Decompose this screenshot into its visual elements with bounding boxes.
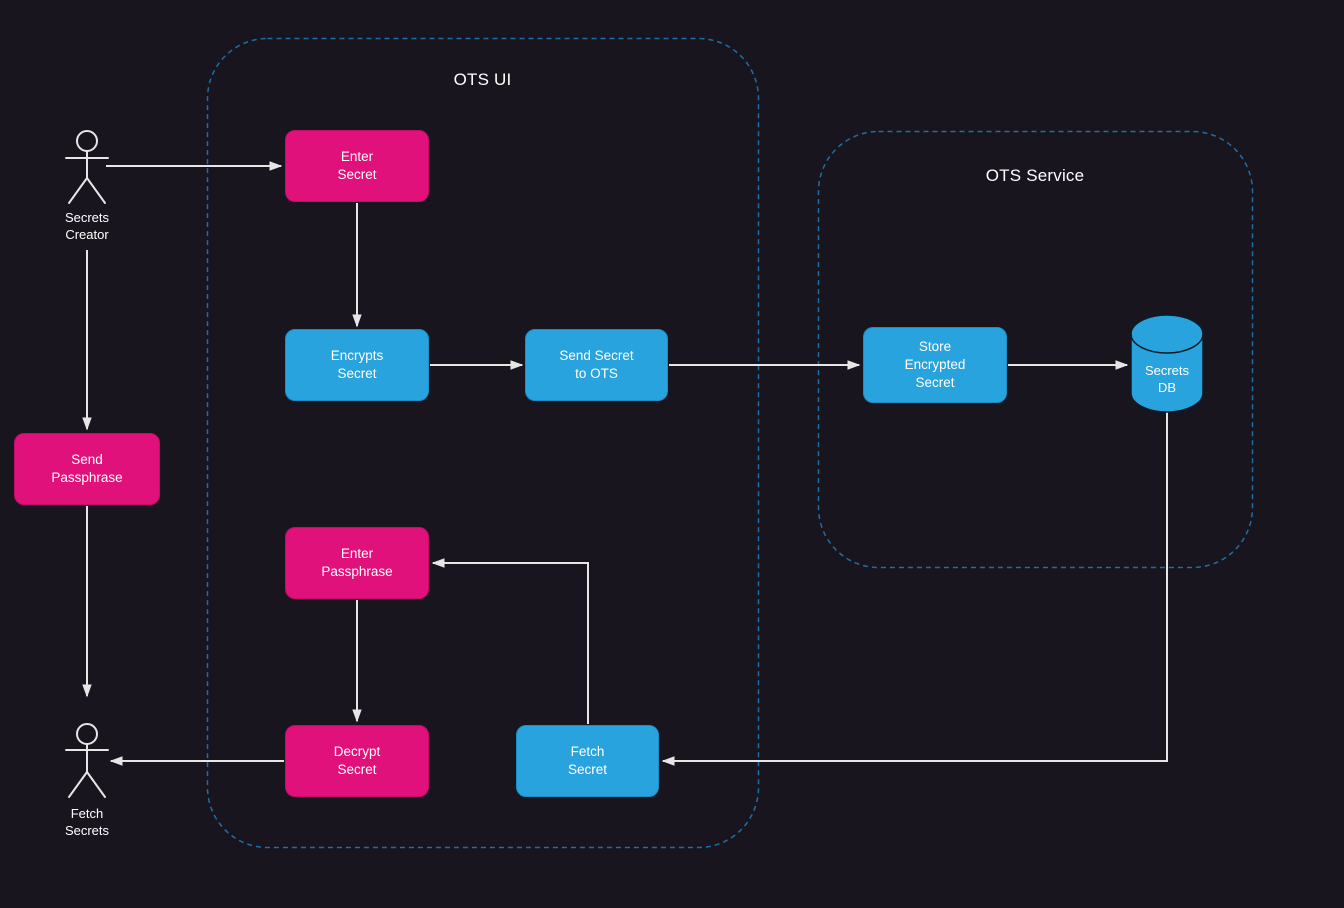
node-fetch-secret-label: Fetch Secret [567,744,608,777]
database-icon [1130,314,1204,413]
ots-service-title: OTS Service [985,166,1085,185]
edges [82,161,1168,766]
node-enter-passphrase: Enter Passphrase [285,527,429,599]
actor-fetch-secrets-label: Fetch Secrets [64,806,110,838]
ots-service-container [817,130,1254,569]
ots-ui-container [206,37,760,849]
actor-head-icon [76,130,98,152]
node-secrets-db-label: Secrets DB [1144,363,1190,395]
actor-body-icon [65,150,109,204]
edge-fetch-secret-to-enter-passphrase [431,558,589,724]
ots-ui-title: OTS UI [453,70,512,89]
actor-fetch-secrets-figure [65,723,109,798]
node-send-passphrase: Send Passphrase [14,433,160,505]
node-send-secret-to-ots: Send Secret to OTS [525,329,668,401]
actor-head-icon [76,723,98,745]
node-enter-secret: Enter Secret [285,130,429,202]
node-store-encrypted-secret-label: Store Encrypted Secret [904,339,966,390]
actor-secrets-creator-label: Secrets Creator [64,210,110,242]
node-store-encrypted-secret: Store Encrypted Secret [863,327,1007,403]
secrets-db-cylinder [1130,314,1204,413]
node-fetch-secret: Fetch Secret [516,725,659,797]
node-encrypts-secret: Encrypts Secret [285,329,429,401]
actor-body-icon [65,743,109,798]
node-send-secret-to-ots-label: Send Secret to OTS [559,348,634,381]
node-decrypt-secret: Decrypt Secret [285,725,429,797]
node-encrypts-secret-label: Encrypts Secret [330,348,384,381]
actor-secrets-creator-figure [65,130,109,204]
database-top-arc [1130,333,1204,354]
node-send-passphrase-label: Send Passphrase [51,452,123,485]
node-enter-passphrase-label: Enter Passphrase [321,546,393,579]
edge-secrets-db-to-fetch-secret [661,412,1168,766]
node-decrypt-secret-label: Decrypt Secret [333,744,381,777]
node-enter-secret-label: Enter Secret [337,149,377,182]
